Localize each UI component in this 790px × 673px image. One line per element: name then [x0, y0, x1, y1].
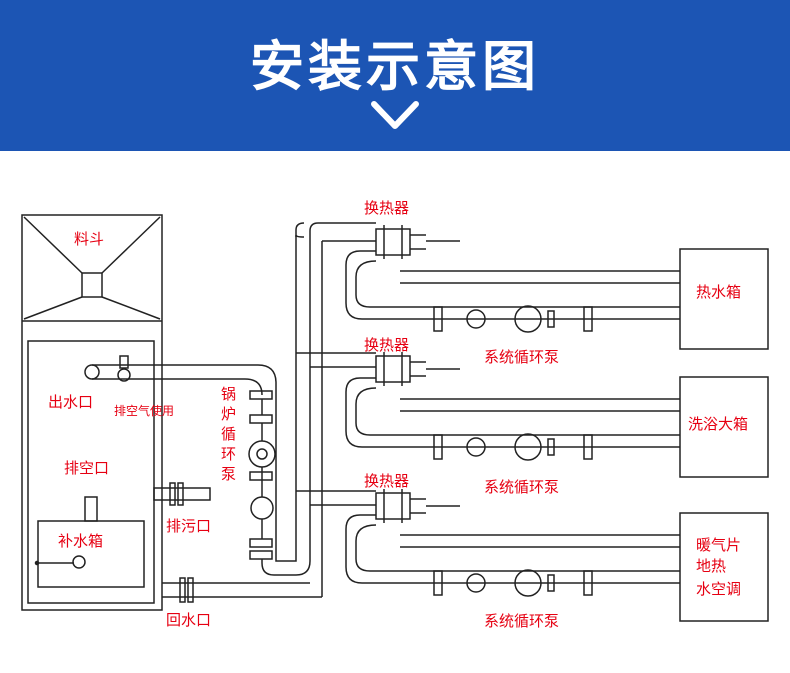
label-boiler-pump-1: 炉 — [221, 405, 236, 423]
heat-exchanger-2 — [375, 352, 460, 386]
label-radiator: 暖气片 — [696, 536, 741, 554]
hopper — [23, 216, 161, 320]
label-boiler-pump-2: 循 — [221, 425, 236, 443]
heating-box — [679, 512, 769, 622]
system-pump-set-1 — [433, 305, 593, 333]
label-boiler-pump-4: 泵 — [221, 465, 236, 483]
label-water-ac: 水空调 — [696, 580, 741, 598]
label-boiler-pump-0: 锅 — [221, 385, 236, 403]
heat-exchanger-3 — [375, 489, 460, 523]
label-hot-water-tank: 热水箱 — [696, 283, 741, 301]
installation-diagram: 料斗 出水口 排空气使用 排空口 补水箱 排污口 回水口 锅 炉 循 环 泵 换… — [21, 199, 769, 630]
label-boiler-pump-3: 环 — [221, 445, 236, 463]
label-air-vent: 排空气使用 — [114, 403, 174, 418]
label-return-port: 回水口 — [166, 611, 211, 629]
label-bath-tank: 洗浴大箱 — [688, 415, 748, 433]
label-system-pump-1: 系统循环泵 — [484, 348, 559, 366]
label-system-pump-3: 系统循环泵 — [484, 612, 559, 630]
label-heat-exchanger-1: 换热器 — [364, 199, 409, 217]
chevron-down-icon — [371, 101, 419, 129]
label-makeup-tank: 补水箱 — [58, 532, 103, 550]
label-heat-exchanger-2: 换热器 — [364, 336, 409, 354]
boiler-pump-assembly — [248, 222, 376, 576]
system-pump-set-3 — [433, 569, 593, 597]
system-pump-set-2 — [433, 433, 593, 461]
label-system-pump-2: 系统循环泵 — [484, 478, 559, 496]
makeup-tank — [37, 520, 145, 588]
boiler — [21, 214, 163, 611]
bath-tank-box — [679, 376, 769, 478]
page-title: 安装示意图 — [250, 35, 540, 98]
label-hopper: 料斗 — [74, 230, 104, 248]
label-floor-heating: 地热 — [696, 557, 726, 575]
label-drain-port: 排污口 — [166, 517, 211, 535]
label-water-outlet: 出水口 — [48, 393, 93, 411]
heat-exchanger-1 — [375, 225, 460, 259]
header-banner: 安装示意图 — [0, 0, 790, 151]
label-vent-port: 排空口 — [64, 459, 109, 477]
hot-water-tank-box — [679, 248, 769, 350]
label-heat-exchanger-3: 换热器 — [364, 472, 409, 490]
